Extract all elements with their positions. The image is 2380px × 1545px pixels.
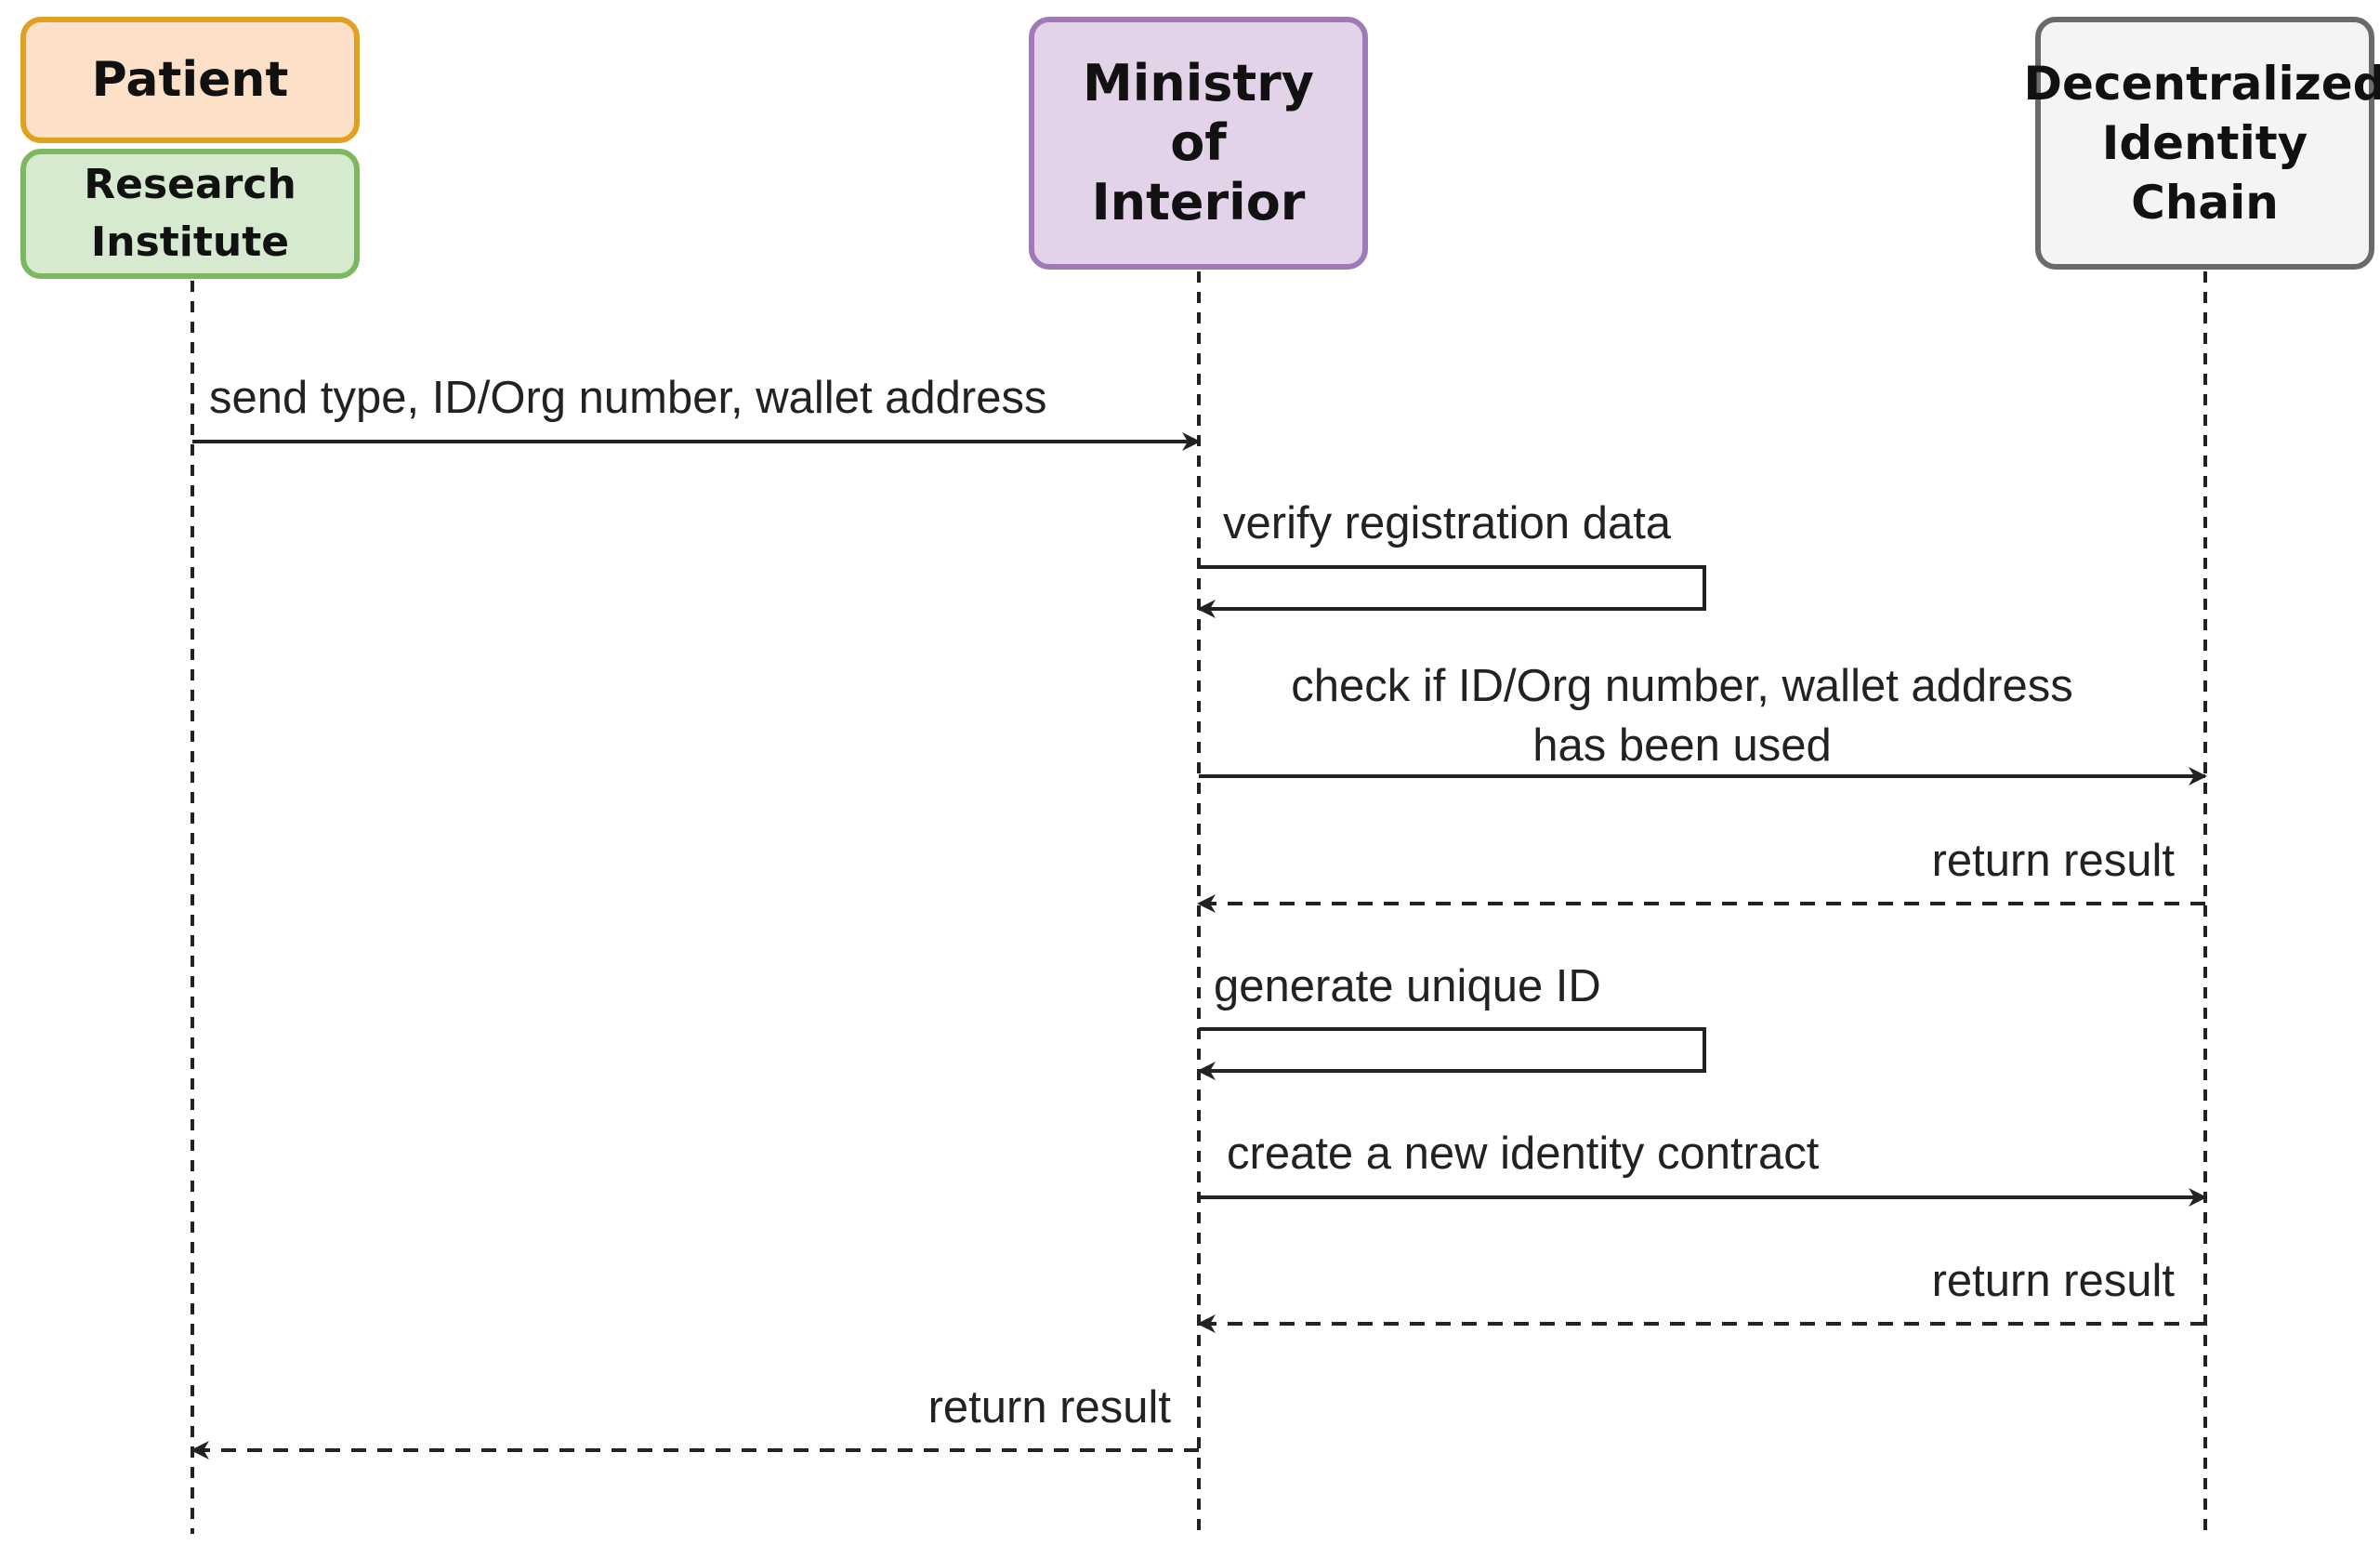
actor-patient: Patient <box>20 17 360 143</box>
self-message-arrow-m2 <box>1197 565 1706 618</box>
message-label-m7: return result <box>1931 1256 2175 1306</box>
message-label-m5: generate unique ID <box>1214 961 1601 1011</box>
actor-ministry-of-interior: Ministry of Interior <box>1029 17 1368 270</box>
message-label-m1: send type, ID/Org number, wallet address <box>209 373 1047 423</box>
message-label-m8: return result <box>927 1382 1171 1433</box>
actor-research-institute: Research Institute <box>20 149 360 279</box>
actor-patient-label: Patient <box>91 52 289 108</box>
actor-chain-label: Decentralized Identity Chain <box>2023 57 2380 230</box>
message-label-m4: return result <box>1931 836 2175 886</box>
message-label-m2: verify registration data <box>1223 498 1672 548</box>
actor-research-institute-label: Research Institute <box>84 161 296 266</box>
actor-decentralized-identity-chain: Decentralized Identity Chain <box>2024 17 2380 270</box>
message-label-m6: create a new identity contract <box>1227 1129 1820 1179</box>
self-message-arrow-m5 <box>1197 1027 1706 1080</box>
message-label-m3: check if ID/Org number, wallet address h… <box>1291 661 2073 771</box>
actor-ministry-label: Ministry of Interior <box>1083 54 1314 231</box>
